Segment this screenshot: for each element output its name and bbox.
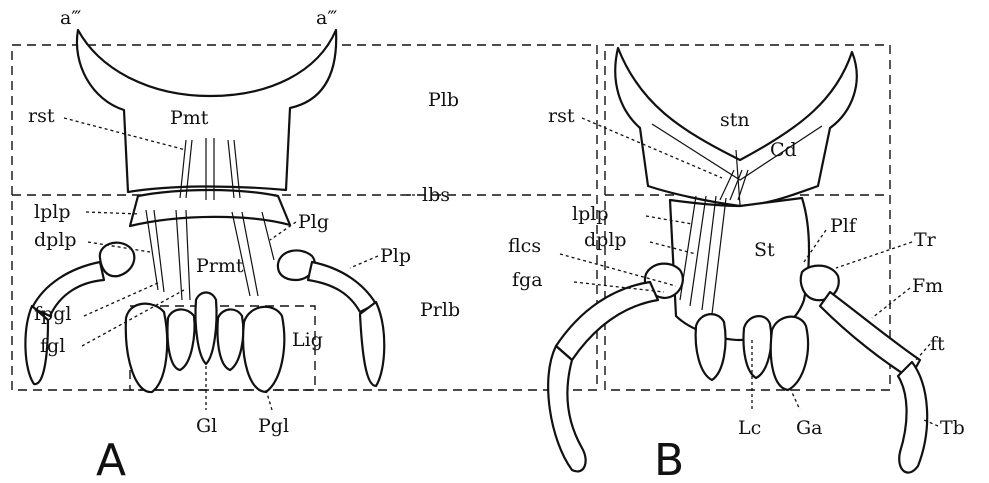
panel-letter-a: A [96,435,126,483]
label-fga: fga [512,269,543,291]
label-st: St [754,239,775,261]
femur [820,292,920,378]
label-plb: Plb [428,89,459,111]
label-dplp: dplp [34,229,77,251]
leader-ga [790,388,800,410]
leader-plg [270,222,296,240]
leader-plp [350,256,378,268]
palpiger-left [100,243,134,277]
label-rst: rst [28,105,55,127]
leader-lplp [86,212,140,214]
label-prmt: Prmt [196,255,244,277]
paraglossa-right [243,307,284,392]
glossa-right [218,309,244,370]
label-dplp-b: dplp [584,229,627,251]
label-ga: Ga [796,417,823,439]
tibia [898,362,927,473]
paraglossa-left [126,304,167,392]
label-lbs: lbs [422,184,450,206]
label-fgl: fgl [40,335,65,357]
leader-tr [836,242,912,268]
label-plf: Plf [830,215,858,237]
label-plg: Plg [298,211,329,233]
label-flcs: flcs [508,235,541,257]
label-pmt: Pmt [170,107,209,129]
label-ft: ft [930,333,945,355]
label-pgl: Pgl [258,415,289,437]
labial-palp-right-tip [360,302,384,386]
label-tr: Tr [914,229,937,251]
label-plp: Plp [380,245,411,267]
label-a-right: a‴ [316,7,337,29]
maxillary-palp-left [556,282,658,360]
maxillary-palp-left-tip [548,346,585,471]
leader-ft [916,344,930,360]
label-fm: Fm [912,275,943,297]
label-lplp-b: lplp [572,203,608,225]
label-rst-b: rst [548,105,575,127]
labial-palp-right [308,262,376,312]
label-stn: stn [720,109,750,131]
figure-b: rst stn Cd lplp dplp flcs fga St Plf Tr … [508,45,965,483]
label-lplp: lplp [34,201,70,223]
glossa-center [195,293,216,365]
lacinia-center [744,316,772,378]
lacinia-left [696,314,726,380]
galea-right [771,317,808,390]
leader-pgl [266,390,272,410]
leader-fm [872,288,910,318]
label-fpgl: fpgl [34,303,71,325]
panel-letter-b: B [654,435,684,483]
label-lc: Lc [738,417,761,439]
label-tb: Tb [940,417,965,439]
glossa-left [168,309,195,370]
labial-band [130,190,290,226]
label-prlb: Prlb [420,299,460,321]
label-a-left: a‴ [60,7,81,29]
label-gl: Gl [196,415,217,437]
label-lig: Lig [292,329,323,351]
label-cd: Cd [770,139,797,161]
